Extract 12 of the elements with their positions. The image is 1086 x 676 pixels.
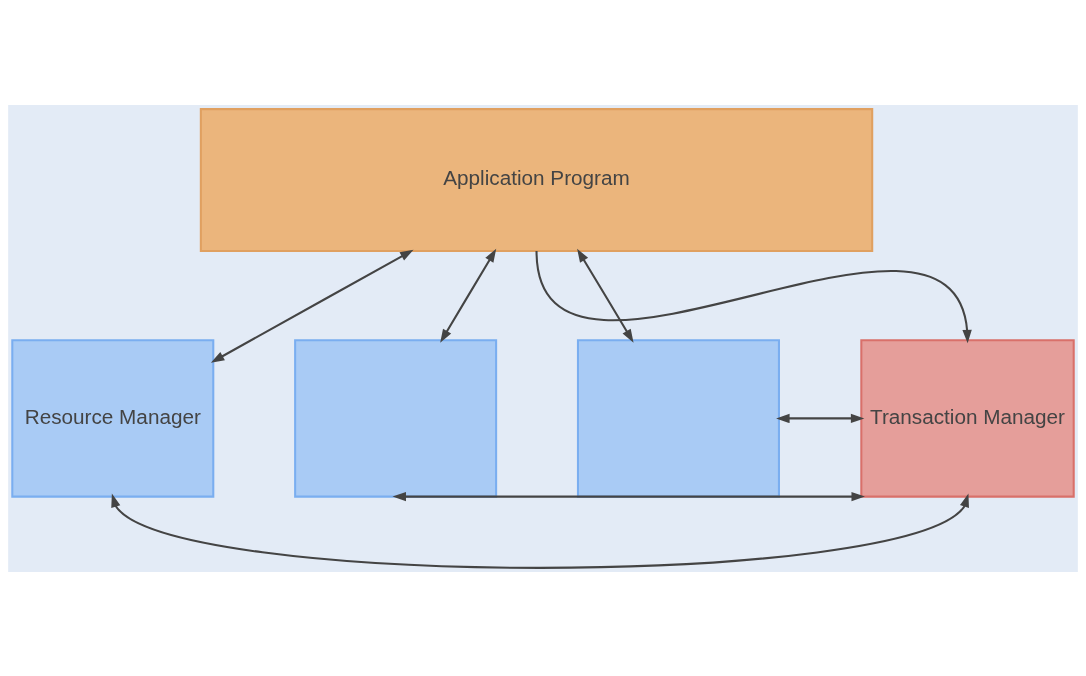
node-box: Application Program: [199, 107, 874, 252]
arrow: [440, 248, 497, 343]
arrow: [577, 248, 634, 343]
arrow: [535, 250, 972, 343]
node-box: [576, 338, 780, 498]
arrow: [776, 413, 865, 423]
arrow: [111, 493, 969, 569]
arrow: [210, 249, 414, 363]
node-box: [294, 338, 498, 498]
node-box: Transaction Manager: [860, 338, 1075, 498]
node-box: Resource Manager: [11, 338, 215, 498]
arrow: [392, 491, 865, 501]
